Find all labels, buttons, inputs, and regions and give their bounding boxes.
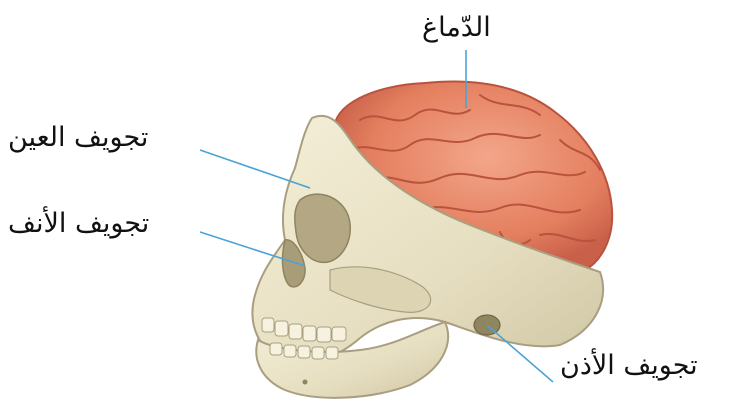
eye-cavity-label: تجويف العين — [8, 124, 148, 151]
nose-cavity-label: تجويف الأنف — [8, 210, 149, 237]
ear-cavity-label: تجويف الأذن — [560, 352, 698, 379]
brain-label: الدّماغ — [422, 14, 491, 41]
